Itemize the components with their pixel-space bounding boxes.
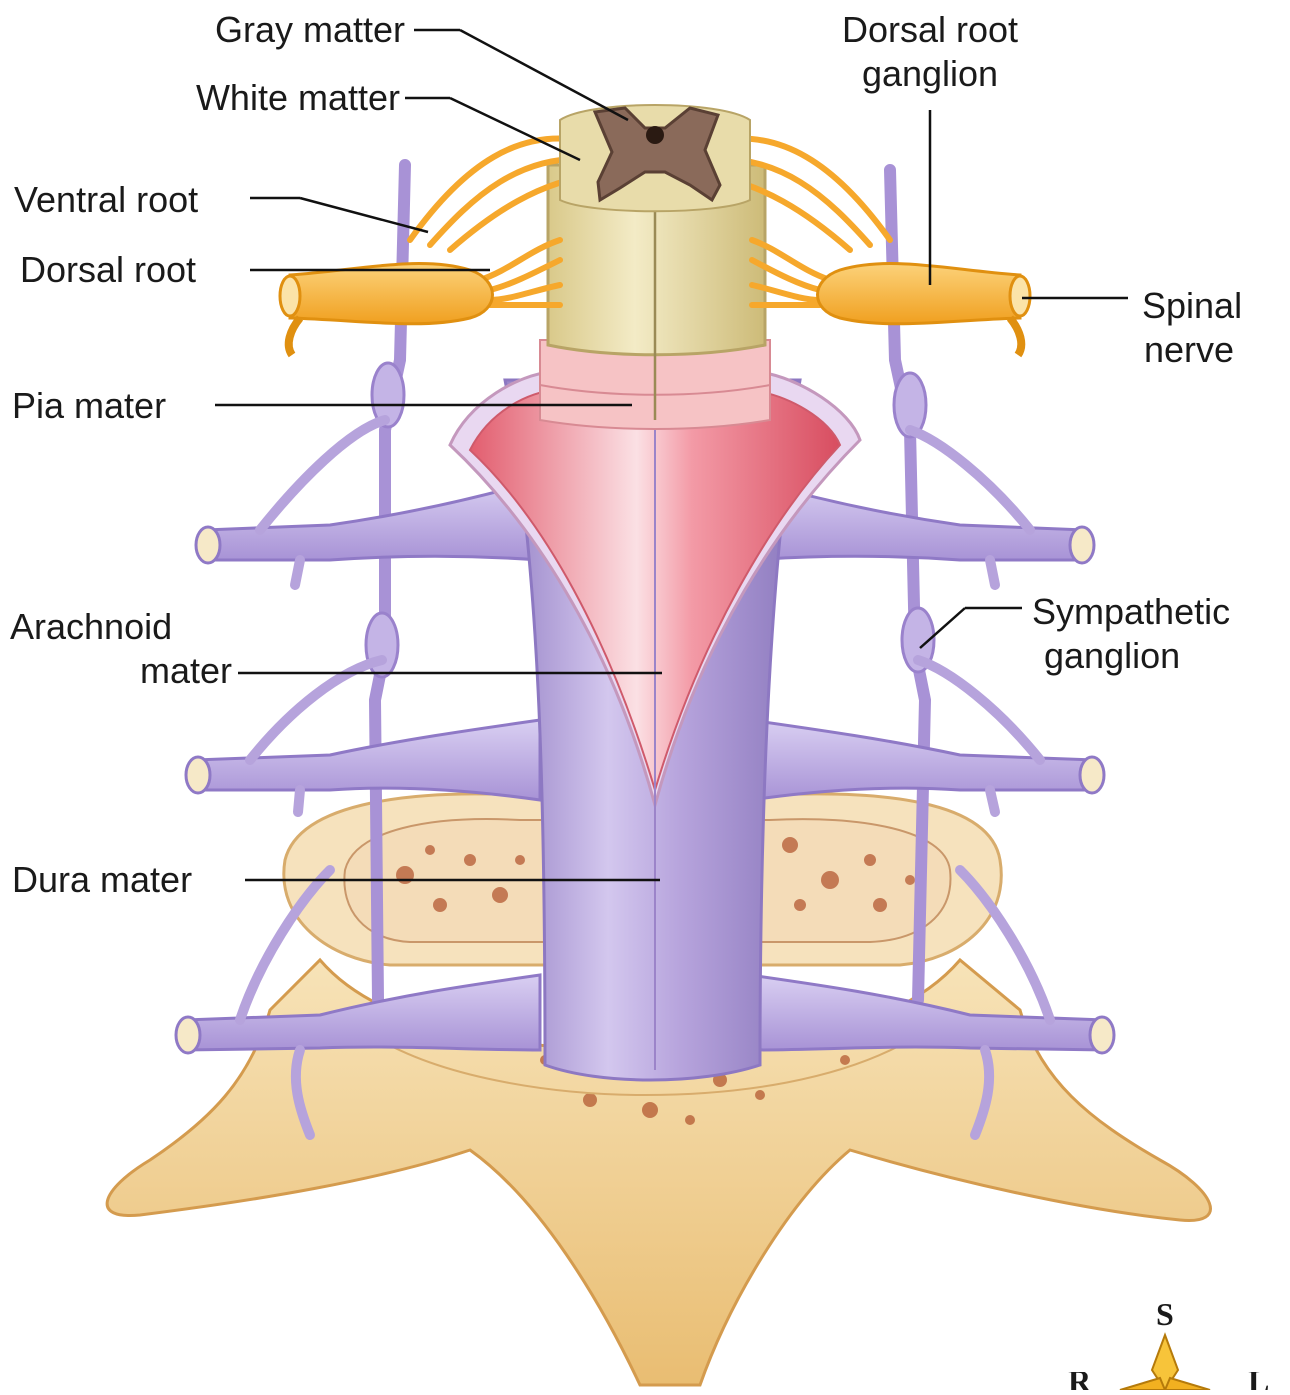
label-pia-mater: Pia mater <box>12 384 166 428</box>
label-dorsal-root-ganglion: Dorsal root ganglion <box>810 8 1050 96</box>
label-gray-matter: Gray matter <box>150 8 405 52</box>
label-arachnoid-mater: Arachnoid mater <box>10 605 232 693</box>
label-sympathetic-ganglion: Sympathetic ganglion <box>1032 590 1230 678</box>
label-dura-mater: Dura mater <box>12 858 192 902</box>
compass-rose-icon <box>1120 1335 1210 1390</box>
compass-superior: S <box>1156 1296 1174 1333</box>
cord-cross-section <box>560 105 750 211</box>
label-white-matter: White matter <box>120 76 400 120</box>
label-dorsal-root: Dorsal root <box>20 248 196 292</box>
label-spinal-nerve: Spinal nerve <box>1142 284 1242 372</box>
label-ventral-root: Ventral root <box>14 178 198 222</box>
compass-right: R <box>1068 1372 1091 1390</box>
compass-left: L <box>1248 1372 1269 1390</box>
